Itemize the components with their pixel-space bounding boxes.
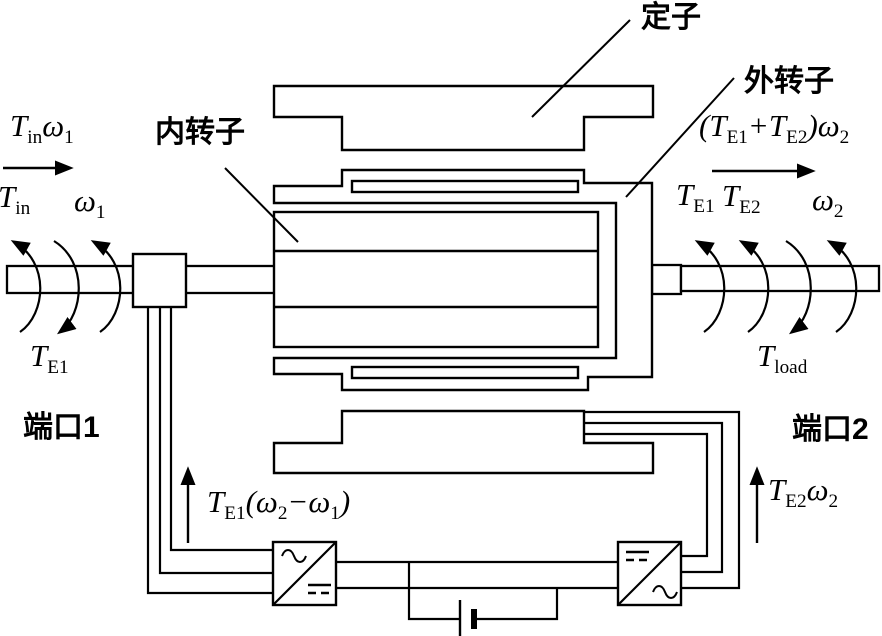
port1-label: 端口1 bbox=[23, 411, 100, 444]
power-flow-arrows bbox=[3, 160, 816, 543]
t-e2-rotation-arc bbox=[738, 240, 770, 333]
load-torque-label: Tload bbox=[757, 338, 808, 379]
inner-rotor-label: 内转子 bbox=[155, 116, 245, 149]
em-torque1-right-label: TE1 bbox=[676, 177, 715, 218]
em-torque2-right-label: TE2 bbox=[722, 178, 761, 219]
right-shaft bbox=[650, 263, 881, 296]
outer-rotor-top-magnet-bar bbox=[350, 179, 580, 194]
three-phase-wires-left bbox=[146, 307, 273, 595]
dc-bus-wires bbox=[336, 560, 618, 621]
converter-diagonal bbox=[617, 541, 682, 606]
leader-lines bbox=[224, 19, 735, 243]
stator-label: 定子 bbox=[641, 1, 701, 34]
stator-top bbox=[272, 84, 655, 152]
rotation-arrows-left bbox=[10, 240, 122, 335]
inner-rotor-leader-line bbox=[224, 167, 299, 243]
shaft-coupling-stub bbox=[650, 263, 683, 296]
t-load-rotation-arc bbox=[785, 240, 812, 335]
ac-symbol bbox=[281, 549, 307, 563]
stator-power-label: TE2ω2 bbox=[768, 472, 839, 513]
outer-rotor-leader-line bbox=[625, 77, 735, 198]
ac-symbol bbox=[652, 585, 678, 599]
dc-symbol bbox=[308, 583, 331, 595]
inner-rotor-shape bbox=[272, 210, 600, 349]
output-speed-label: ω2 bbox=[812, 182, 844, 223]
converter-2 bbox=[616, 540, 683, 607]
outer-rotor-bottom-magnet-bar bbox=[350, 365, 580, 380]
stator-bottom bbox=[272, 409, 655, 475]
input-speed-label: ω1 bbox=[74, 183, 106, 224]
omega1-rotation-arc bbox=[90, 240, 122, 333]
em-torque1-left-label: TE1 bbox=[30, 338, 69, 379]
stator-leader-line bbox=[531, 19, 631, 118]
converter-1 bbox=[271, 540, 338, 607]
dc-symbol bbox=[626, 550, 649, 562]
outer-rotor-shape bbox=[272, 168, 654, 392]
input-torque-label: Tin bbox=[0, 180, 31, 220]
converter-diagonal bbox=[272, 541, 337, 606]
t-e1-rotation-arc bbox=[694, 240, 726, 333]
output-power-label: (TE1+TE2)ω2 bbox=[699, 108, 850, 149]
port2-label: 端口2 bbox=[792, 413, 869, 446]
t-in-rotation-arc bbox=[10, 240, 42, 333]
junction-box bbox=[131, 252, 188, 309]
outer-rotor-label: 外转子 bbox=[744, 65, 834, 98]
t-e1-rotation-arc bbox=[53, 240, 80, 335]
input-power-label: Tinω1 bbox=[10, 108, 74, 149]
rotation-arrows-right bbox=[694, 240, 858, 335]
omega2-rotation-arc bbox=[826, 240, 858, 333]
slip-power-label: TE1(ω2−ω1) bbox=[207, 484, 351, 525]
stator-wires-right bbox=[584, 410, 741, 590]
battery bbox=[458, 600, 477, 636]
